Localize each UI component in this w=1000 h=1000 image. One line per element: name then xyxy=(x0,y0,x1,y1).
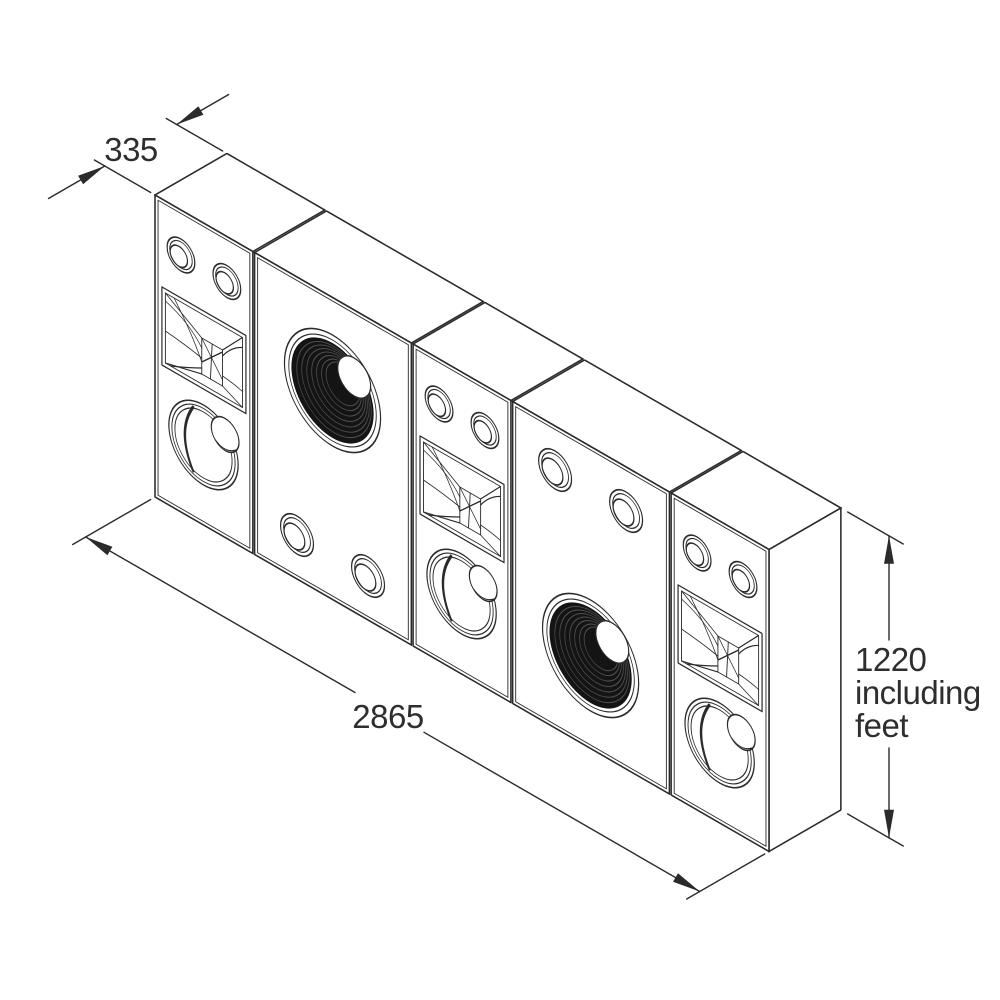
dimension-line xyxy=(84,536,356,694)
extension-line xyxy=(847,511,904,545)
cabinet-3 xyxy=(411,301,584,704)
cabinet-3-front-baffle xyxy=(412,342,512,704)
cabinet-5-side-panel xyxy=(768,506,842,853)
arrowhead-icon xyxy=(673,873,700,892)
extension-line xyxy=(847,813,904,847)
cabinet-4-front-baffle xyxy=(511,400,671,796)
arrowhead-icon xyxy=(176,106,204,125)
arrowhead-icon xyxy=(78,166,105,185)
extension-line xyxy=(165,117,224,152)
height-dimension-label-line3: feet xyxy=(855,707,908,744)
arrowhead-icon xyxy=(884,809,894,838)
dimension-width: 2865 xyxy=(71,498,766,900)
extension-line xyxy=(93,159,152,194)
extension-line xyxy=(71,498,152,546)
width-dimension-label: 2865 xyxy=(352,698,423,735)
depth-dimension-label: 335 xyxy=(104,131,158,168)
cabinet-5-front-baffle xyxy=(670,491,770,853)
cabinet-2-front-baffle xyxy=(253,251,413,647)
cabinet-1-front-baffle xyxy=(154,193,254,555)
arrowhead-icon xyxy=(884,535,894,564)
arrowhead-icon xyxy=(85,537,113,556)
height-dimension-label-line2: including xyxy=(855,674,981,711)
height-dimension-label-line1: 1220 xyxy=(855,641,927,678)
cabinet-1 xyxy=(153,152,326,555)
cabinet-4 xyxy=(511,359,743,796)
extension-line xyxy=(686,853,766,900)
dimension-line xyxy=(423,731,701,893)
cabinet-5 xyxy=(670,450,842,853)
cabinet-2 xyxy=(253,210,485,647)
dimension-height: 1220 including feet xyxy=(847,511,981,847)
dimension-depth: 335 xyxy=(47,93,230,200)
